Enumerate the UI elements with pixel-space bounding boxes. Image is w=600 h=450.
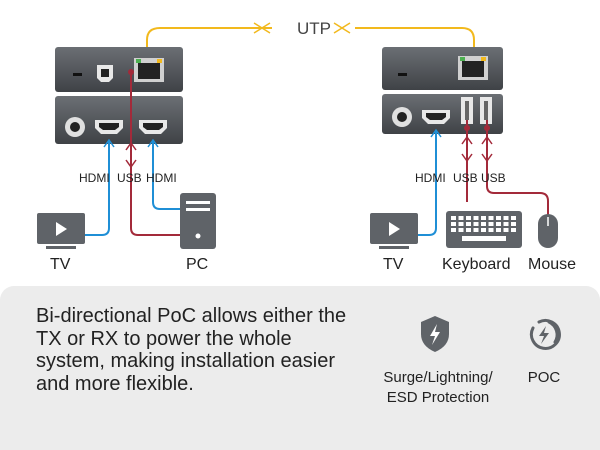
tx-hdmi-port-label: HDMI	[79, 171, 110, 185]
dc-jack	[392, 107, 412, 127]
poc-label: POC	[527, 369, 561, 386]
tx-tv-label: TV	[50, 256, 71, 273]
tx-hdmi-port-label: HDMI	[146, 171, 177, 185]
mouse-label: Mouse	[528, 256, 577, 273]
rx-usb-port-label: USB	[481, 171, 506, 185]
features-panel: Bi-directional PoC allows either the TX …	[0, 286, 600, 450]
usb-a-port	[480, 97, 492, 124]
utp-cable	[146, 22, 475, 58]
dc-jack	[65, 117, 85, 137]
keyboard-icon	[446, 211, 522, 248]
pc-label: PC	[186, 256, 209, 273]
pc-tower-icon	[180, 193, 216, 249]
tx-cables	[80, 69, 180, 236]
rx-usb-port-label: USB	[453, 171, 478, 185]
mouse-icon	[538, 214, 558, 248]
rj45-port	[458, 56, 488, 80]
poc-power-icon	[529, 318, 561, 350]
surge-protection-label: Surge/Lightning/ ESD Protection	[368, 368, 508, 408]
surge-label-line1: Surge/Lightning/	[383, 369, 493, 386]
connection-diagram: UTP HDMI USB HDMI HDMI USB USB TV PC TV …	[37, 19, 577, 273]
tv-icon	[37, 213, 85, 249]
rx-hdmi-port-label: HDMI	[415, 171, 446, 185]
tx-usb-port-label: USB	[117, 171, 142, 185]
rx-tv-label: TV	[383, 256, 404, 273]
usb-b-port	[97, 65, 113, 82]
keyboard-label: Keyboard	[442, 256, 511, 273]
rx-cables	[413, 120, 549, 236]
transmitter-unit	[55, 47, 183, 144]
description-text: Bi-directional PoC allows either the TX …	[36, 305, 347, 395]
surge-label-line2: ESD Protection	[386, 389, 490, 406]
usb-a-port	[461, 97, 473, 124]
shield-lightning-icon	[421, 316, 449, 352]
tv-icon	[370, 213, 418, 249]
rj45-port	[134, 58, 164, 82]
receiver-unit	[382, 47, 503, 134]
utp-label: UTP	[297, 19, 331, 38]
